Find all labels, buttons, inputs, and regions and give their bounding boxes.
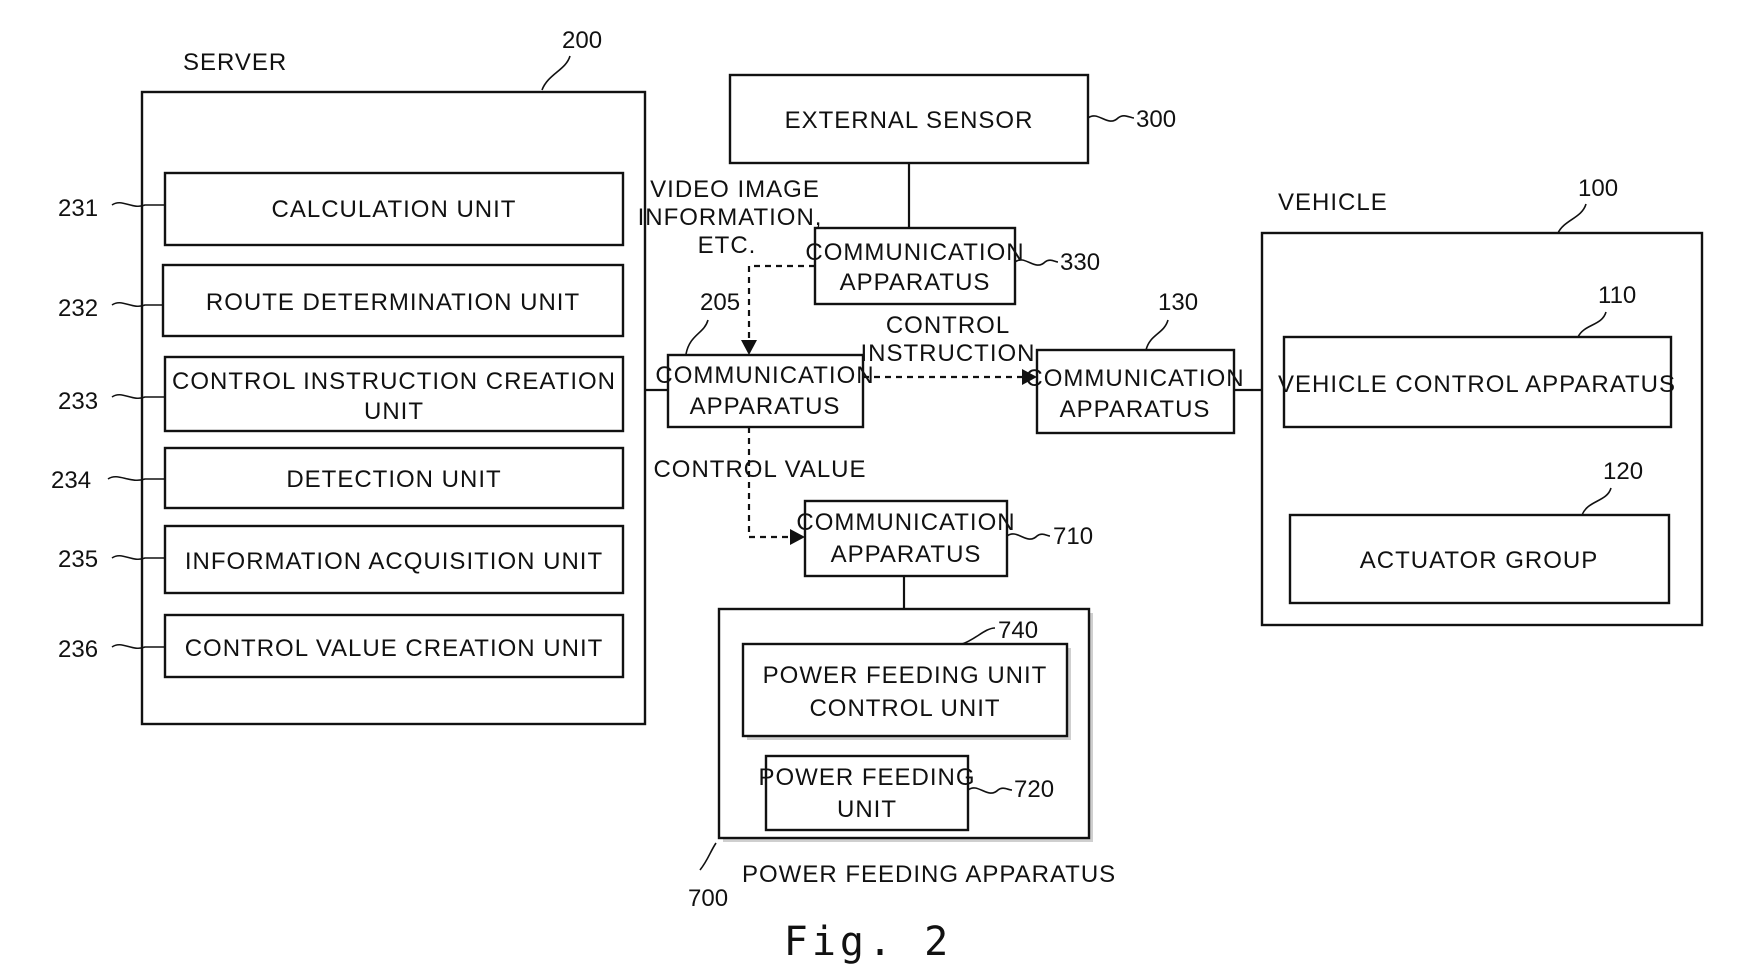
vehicle-ref: 100	[1578, 175, 1618, 202]
power-feeding-group: 740 POWER FEEDING UNIT CONTROL UNIT POWE…	[688, 609, 1116, 912]
actuator-group-label: ACTUATOR GROUP	[1360, 547, 1598, 574]
vehicle-control-apparatus-ref: 110	[1598, 282, 1636, 309]
control-instruction-label-line1: CONTROL	[886, 312, 1010, 339]
control-instruction-signal-group: CONTROL INSTRUCTION	[861, 312, 1038, 385]
comm-330-label-line1: COMMUNICATION	[805, 239, 1024, 266]
power-feeding-title: POWER FEEDING APPARATUS	[742, 861, 1116, 888]
comm-205-group: 205 COMMUNICATION APPARATUS	[655, 289, 874, 427]
comm-710-ref: 710	[1053, 523, 1093, 550]
information-acquisition-unit-ref: 235	[58, 546, 98, 573]
vehicle-group: VEHICLE 100 110 VEHICLE CONTROL APPARATU…	[1262, 175, 1702, 625]
server-group: SERVER 200 CALCULATION UNIT 231 ROUTE DE…	[51, 27, 645, 724]
calculation-unit-label: CALCULATION UNIT	[272, 196, 517, 223]
calculation-unit-ref: 231	[58, 195, 98, 222]
comm-330-group: COMMUNICATION APPARATUS 330	[805, 228, 1100, 304]
vehicle-ref-leader	[1558, 204, 1586, 233]
information-acquisition-unit-label: INFORMATION ACQUISITION UNIT	[185, 548, 603, 575]
control-instruction-creation-unit-ref: 233	[58, 388, 98, 415]
external-sensor-ref: 300	[1136, 106, 1176, 133]
control-instruction-label-line2: INSTRUCTION	[861, 340, 1036, 367]
external-sensor-leader	[1088, 116, 1134, 121]
power-feeding-unit-ref: 720	[1014, 776, 1054, 803]
detection-unit-label: DETECTION UNIT	[286, 466, 501, 493]
server-ref-leader	[542, 56, 570, 90]
video-signal-group: VIDEO IMAGE INFORMATION, ETC.	[638, 176, 823, 355]
control-instruction-creation-unit-label-line1: CONTROL INSTRUCTION CREATION	[172, 368, 616, 395]
server-ref: 200	[562, 27, 602, 54]
server-title: SERVER	[183, 49, 287, 76]
comm-130-group: 130 COMMUNICATION APPARATUS	[1025, 289, 1262, 433]
control-value-creation-unit-ref: 236	[58, 636, 98, 663]
detection-unit-ref: 234	[51, 467, 91, 494]
power-feeding-ref-leader	[700, 843, 716, 870]
external-sensor-label: EXTERNAL SENSOR	[785, 107, 1034, 134]
video-signal-dashed-line	[749, 266, 815, 340]
power-feeding-control-unit-ref: 740	[998, 617, 1038, 644]
video-signal-label-line1: VIDEO IMAGE	[650, 176, 820, 203]
comm-130-label-line2: APPARATUS	[1060, 396, 1211, 423]
control-value-creation-unit-label: CONTROL VALUE CREATION UNIT	[185, 635, 604, 662]
control-value-label: CONTROL VALUE	[653, 456, 866, 483]
comm-130-label-line1: COMMUNICATION	[1025, 365, 1244, 392]
comm-130-leader	[1146, 320, 1168, 350]
comm-205-leader	[686, 320, 708, 354]
comm-205-ref: 205	[700, 289, 740, 316]
vehicle-title: VEHICLE	[1278, 189, 1388, 216]
comm-710-leader	[1007, 534, 1050, 539]
comm-205-label-line1: COMMUNICATION	[655, 362, 874, 389]
comm-710-label-line2: APPARATUS	[831, 541, 982, 568]
video-signal-label-line2: INFORMATION,	[638, 204, 823, 231]
power-feeding-unit-label-line1: POWER FEEDING	[758, 764, 975, 791]
comm-205-label-line2: APPARATUS	[690, 393, 841, 420]
power-feeding-control-unit-box	[743, 644, 1067, 736]
comm-710-label-line1: COMMUNICATION	[796, 509, 1015, 536]
comm-330-label-line2: APPARATUS	[840, 269, 991, 296]
vehicle-control-apparatus-label: VEHICLE CONTROL APPARATUS	[1278, 371, 1676, 398]
actuator-group-ref: 120	[1603, 458, 1643, 485]
comm-130-ref: 130	[1158, 289, 1198, 316]
power-feeding-ref: 700	[688, 885, 728, 912]
video-signal-label-line3: ETC.	[698, 232, 757, 259]
route-determination-unit-ref: 232	[58, 295, 98, 322]
comm-330-ref: 330	[1060, 249, 1100, 276]
power-feeding-control-unit-label-line1: POWER FEEDING UNIT	[763, 662, 1048, 689]
route-determination-unit-label: ROUTE DETERMINATION UNIT	[206, 289, 580, 316]
figure-caption: Fig. 2	[784, 919, 953, 964]
power-feeding-unit-label-line2: UNIT	[837, 796, 897, 823]
power-feeding-control-unit-label-line2: CONTROL UNIT	[809, 695, 1000, 722]
control-instruction-creation-unit-label-line2: UNIT	[364, 398, 424, 425]
comm-710-group: COMMUNICATION APPARATUS 710	[796, 501, 1093, 609]
video-signal-arrowhead	[741, 340, 757, 355]
